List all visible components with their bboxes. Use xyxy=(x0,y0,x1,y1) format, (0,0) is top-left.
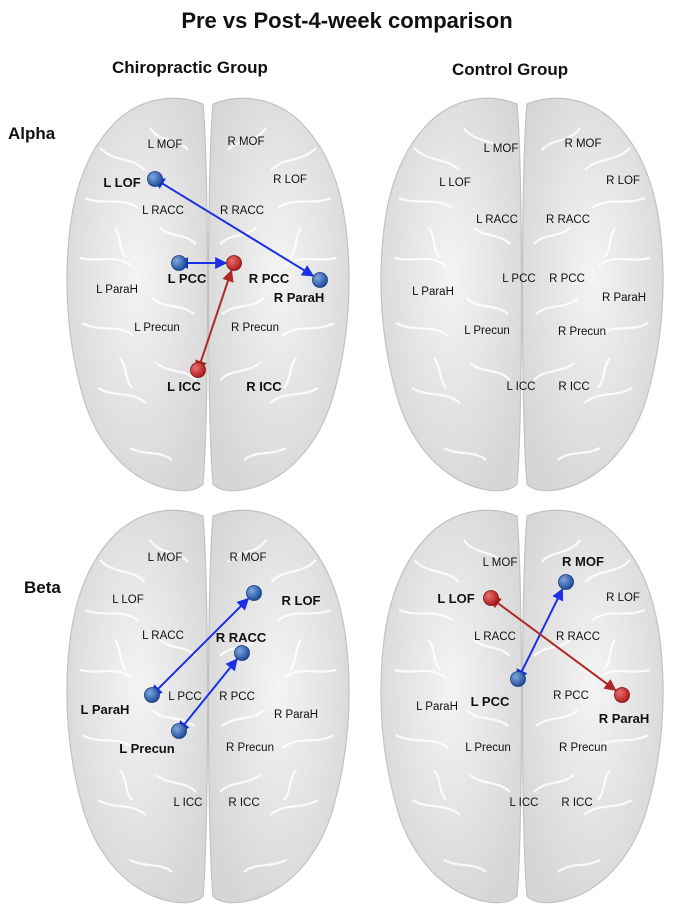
connection-l-icc-r-pcc xyxy=(195,269,234,373)
region-label-r-racc: R RACC xyxy=(216,630,267,645)
region-label-r-pcc: R PCC xyxy=(219,691,255,703)
region-label-r-precun: R Precun xyxy=(231,322,279,334)
node-l-pcc xyxy=(171,255,187,271)
region-label-l-pcc: L PCC xyxy=(168,691,201,703)
brain-panel-control-alpha: L MOF R MOF L LOF R LOF L RACC R RACC L PCC R P… xyxy=(380,97,664,492)
region-label-r-parah: R ParaH xyxy=(599,711,650,726)
region-label-l-lof: L LOF xyxy=(112,594,144,606)
right-hemisphere xyxy=(521,509,664,904)
region-label-r-icc: R ICC xyxy=(228,797,259,809)
region-label-l-precun: L Precun xyxy=(119,741,174,756)
node-r-racc xyxy=(234,645,250,661)
region-label-l-mof: L MOF xyxy=(483,557,518,569)
region-label-l-pcc: L PCC xyxy=(168,271,207,286)
row-header-beta: Beta xyxy=(24,578,61,597)
brain-panel-control-beta: L MOF R MOF L LOF R LOF L RACC R RACC L PCC R P… xyxy=(380,509,664,904)
region-label-r-racc: R RACC xyxy=(220,205,264,217)
column-header-chiropractic: Chiropractic Group xyxy=(112,58,268,77)
node-r-mof xyxy=(558,574,574,590)
region-label-r-pcc: R PCC xyxy=(549,273,585,285)
left-hemisphere xyxy=(380,509,523,904)
region-label-r-lof: R LOF xyxy=(606,175,640,187)
region-label-l-icc: L ICC xyxy=(510,797,539,809)
region-label-l-precun: L Precun xyxy=(134,322,180,334)
row-header-alpha: Alpha xyxy=(8,124,56,143)
region-label-l-icc: L ICC xyxy=(174,797,203,809)
region-label-r-lof: R LOF xyxy=(282,593,321,608)
region-label-l-racc: L RACC xyxy=(476,214,518,226)
node-r-parah xyxy=(614,687,630,703)
region-label-l-mof: L MOF xyxy=(484,143,519,155)
node-l-icc xyxy=(190,362,206,378)
region-label-l-icc: L ICC xyxy=(167,379,201,394)
region-label-l-racc: L RACC xyxy=(142,205,184,217)
region-label-r-icc: R ICC xyxy=(246,379,282,394)
region-label-r-mof: R MOF xyxy=(227,136,264,148)
brain-panel-chiropractic-alpha: L MOF R MOF L LOF R LOF L RACC R RACC L PCC R P… xyxy=(66,97,350,492)
gyri-texture xyxy=(393,127,651,461)
node-l-precun xyxy=(171,723,187,739)
region-label-r-racc: R RACC xyxy=(546,214,590,226)
brain-panel-chiropractic-beta: L MOF R MOF L LOF R LOF L RACC R RACC L PCC R P… xyxy=(66,509,350,904)
region-label-r-precun: R Precun xyxy=(559,742,607,754)
connection-l-lof-r-parah xyxy=(488,596,617,692)
node-l-lof xyxy=(483,590,499,606)
region-label-r-icc: R ICC xyxy=(561,797,592,809)
left-hemisphere xyxy=(380,97,523,492)
region-label-l-precun: L Precun xyxy=(464,325,510,337)
node-r-lof xyxy=(246,585,262,601)
region-label-l-lof: L LOF xyxy=(437,591,474,606)
connection-l-precun-r-racc xyxy=(177,658,238,734)
region-label-r-icc: R ICC xyxy=(558,381,589,393)
node-l-lof xyxy=(147,171,163,187)
connection-l-parah-r-lof xyxy=(150,597,250,697)
region-label-r-lof: R LOF xyxy=(606,592,640,604)
region-label-l-racc: L RACC xyxy=(474,631,516,643)
region-label-l-precun: L Precun xyxy=(465,742,511,754)
region-label-l-lof: L LOF xyxy=(103,175,140,190)
node-r-parah xyxy=(312,272,328,288)
region-label-r-lof: R LOF xyxy=(273,174,307,186)
region-label-r-pcc: R PCC xyxy=(249,271,290,286)
region-label-r-parah: R ParaH xyxy=(274,290,325,305)
region-label-r-precun: R Precun xyxy=(558,326,606,338)
node-l-parah xyxy=(144,687,160,703)
connection-l-lof-r-parah xyxy=(152,177,315,277)
region-label-r-racc: R RACC xyxy=(556,631,600,643)
region-label-l-parah: L ParaH xyxy=(96,284,138,296)
node-r-pcc xyxy=(226,255,242,271)
region-label-l-lof: L LOF xyxy=(439,177,471,189)
column-header-control: Control Group xyxy=(452,60,569,79)
region-label-r-precun: R Precun xyxy=(226,742,274,754)
region-label-l-parah: L ParaH xyxy=(412,286,454,298)
node-l-pcc xyxy=(510,671,526,687)
region-label-l-mof: L MOF xyxy=(148,552,183,564)
region-label-r-parah: R ParaH xyxy=(602,292,646,304)
figure-title: Pre vs Post-4-week comparison xyxy=(181,8,513,33)
region-label-r-mof: R MOF xyxy=(562,554,604,569)
region-label-l-pcc: L PCC xyxy=(471,694,510,709)
region-label-l-racc: L RACC xyxy=(142,630,184,642)
region-label-l-parah: L ParaH xyxy=(81,702,130,717)
region-label-r-pcc: R PCC xyxy=(553,690,589,702)
region-label-r-parah: R ParaH xyxy=(274,709,318,721)
region-label-l-mof: L MOF xyxy=(148,139,183,151)
region-label-l-icc: L ICC xyxy=(507,381,536,393)
region-label-r-mof: R MOF xyxy=(564,138,601,150)
region-label-l-pcc: L PCC xyxy=(502,273,535,285)
brain-outline xyxy=(380,97,664,492)
right-hemisphere xyxy=(207,509,350,904)
region-label-l-parah: L ParaH xyxy=(416,701,458,713)
region-label-r-mof: R MOF xyxy=(229,552,266,564)
right-hemisphere xyxy=(521,97,664,492)
